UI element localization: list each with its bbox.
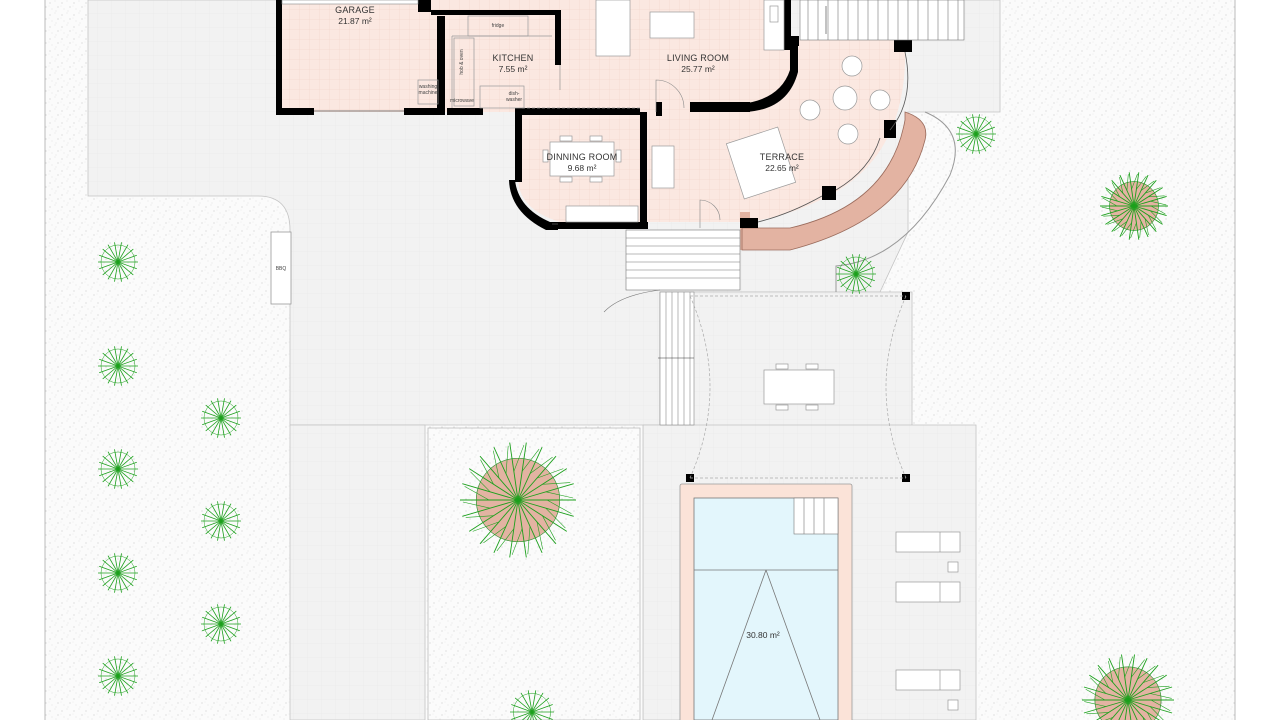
garage-door <box>281 0 419 5</box>
plant-icon <box>98 553 138 593</box>
plants <box>98 114 1174 720</box>
living-furniture <box>595 0 785 57</box>
palm-tree-icon <box>1082 654 1174 720</box>
dinning-room-area: 9.68 m² <box>568 163 597 173</box>
paved-left-strip <box>289 424 426 720</box>
partitions <box>417 15 640 109</box>
kitchen-area: 7.55 m² <box>499 64 528 74</box>
dinning-room-label: DINNING ROOM <box>547 152 618 162</box>
pergola <box>689 295 907 479</box>
dining-set-icon <box>763 363 835 411</box>
terrace-red-planter <box>741 111 927 251</box>
plant-icon <box>836 254 876 294</box>
terrace-label: TERRACE <box>760 152 804 162</box>
microwave-label: microwave <box>450 98 474 104</box>
dishwasher-label-1: dish- <box>509 91 520 97</box>
stairs-icon <box>799 0 965 41</box>
pool-area: 30.80 m² <box>746 630 780 640</box>
plant-icon <box>201 501 241 541</box>
door-swing-icon <box>559 65 721 228</box>
palm-tree-icon <box>1100 172 1168 240</box>
dishwasher-label-2: washer <box>506 97 522 103</box>
pool-slope-lines <box>711 569 821 720</box>
pool-steps <box>793 497 839 535</box>
washing-machine-label-2: machine <box>419 90 438 96</box>
plant-icon <box>201 604 241 644</box>
garage-area: 21.87 m² <box>338 16 372 26</box>
living-room-label: LIVING ROOM <box>667 53 729 63</box>
terrace-area: 22.65 m² <box>765 163 799 173</box>
living-room-area: 25.77 m² <box>681 64 715 74</box>
entry-stairs-icon <box>603 229 741 313</box>
plant-icon <box>201 398 241 438</box>
pool-water <box>693 497 839 720</box>
bbq-label: BBQ <box>276 266 287 272</box>
hob-oven-label: hob & oven <box>459 49 465 75</box>
glazing <box>314 51 909 225</box>
plant-icon <box>98 656 138 696</box>
terrace-outer-curve <box>835 111 956 292</box>
dining-room-table-icon <box>542 135 639 223</box>
plant-icon <box>98 346 138 386</box>
fridge-label: fridge <box>492 23 505 29</box>
garage-label: GARAGE <box>335 5 375 15</box>
kitchen-label: KITCHEN <box>493 53 534 63</box>
sun-lounger-icon <box>895 531 961 711</box>
bbq-unit <box>270 231 292 305</box>
terrace-furniture <box>651 55 891 200</box>
plant-icon <box>98 449 138 489</box>
plant-icon <box>98 242 138 282</box>
washing-machine-label-1: washing <box>419 84 438 90</box>
plant-icon <box>510 690 554 720</box>
plant-icon <box>956 114 996 154</box>
palm-tree-icon <box>460 442 576 558</box>
garden-steps-icon <box>658 291 695 426</box>
